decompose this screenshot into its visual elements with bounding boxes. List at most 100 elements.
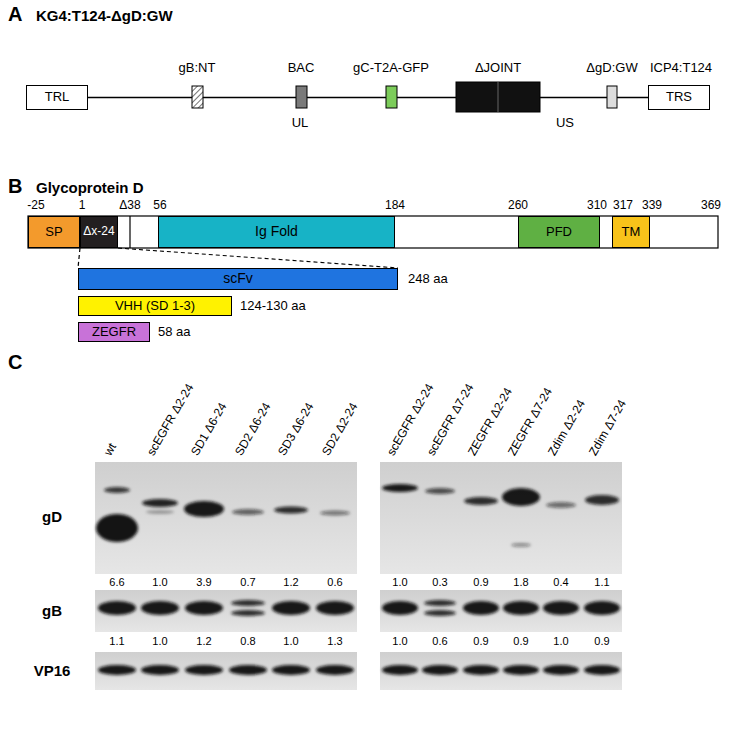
- band: [142, 499, 178, 507]
- label-text: 1.2: [196, 635, 211, 647]
- ratio-value: 0.6: [327, 576, 342, 589]
- node-text: Ig Fold: [255, 224, 298, 239]
- band: [463, 665, 499, 675]
- band: [424, 610, 456, 616]
- band: [316, 601, 354, 615]
- ratio-value: 1.0: [392, 576, 407, 589]
- label-text: UL: [292, 115, 309, 130]
- protein-title: Glycoprotein D: [36, 179, 144, 196]
- label-text: B: [8, 175, 22, 197]
- ratio-value: 1.2: [196, 635, 211, 648]
- residue-number: 310: [587, 199, 607, 213]
- dashed-connector: [118, 248, 398, 268]
- label-text: 0.9: [473, 635, 488, 647]
- label-text: 339: [642, 198, 662, 212]
- blot-background: [380, 462, 622, 574]
- protein-label: gD: [42, 508, 62, 525]
- lane-label: Zdim Δ7-24: [586, 397, 629, 458]
- label-text: SD3 Δ6-24: [275, 400, 316, 458]
- band: [543, 665, 579, 675]
- label-text: gD: [42, 508, 62, 525]
- band: [231, 610, 265, 616]
- band: [185, 601, 223, 615]
- gb-nt-box: [192, 86, 203, 108]
- label-text: gC-T2A-GFP: [353, 60, 429, 75]
- band: [382, 665, 418, 675]
- node-text: TRS: [666, 90, 692, 104]
- band: [382, 601, 418, 615]
- node-text: SP: [45, 225, 62, 239]
- ratio-value: 0.9: [594, 635, 609, 648]
- ratio-value: 1.0: [152, 576, 167, 589]
- label-text: 56: [153, 198, 166, 212]
- label-text: BAC: [288, 60, 315, 75]
- band: [320, 511, 350, 516]
- label-text: VP16: [34, 662, 71, 679]
- label-text: 1.0: [553, 635, 568, 647]
- label-text: 0.9: [513, 635, 528, 647]
- residue-number: 260: [508, 199, 528, 213]
- feature-label: ICP4:T124: [650, 61, 712, 76]
- blot-background: [95, 462, 357, 574]
- ratio-value: 1.2: [283, 576, 298, 589]
- domain-box: TM: [612, 216, 650, 248]
- blot-bands: [96, 484, 619, 547]
- blot-background: [95, 590, 357, 632]
- insert-bar: ZEGFR: [78, 322, 150, 342]
- ratio-value: 1.3: [327, 635, 342, 648]
- label-text: scEGFR Δ2-24: [144, 381, 196, 458]
- label-text: KG4:T124-ΔgD:GW: [36, 7, 173, 24]
- band: [141, 601, 179, 615]
- panel-letter: B: [8, 175, 22, 198]
- band: [584, 601, 620, 615]
- label-text: 0.9: [473, 576, 488, 588]
- band: [584, 665, 620, 675]
- label-text: ΔJOINT: [475, 60, 521, 75]
- label-text: C: [8, 351, 22, 373]
- label-text: 1.0: [283, 635, 298, 647]
- ratio-value: 0.6: [432, 635, 447, 648]
- label-text: 317: [613, 198, 633, 212]
- ratio-value: 6.6: [109, 576, 124, 589]
- domain-box: PFD: [518, 216, 600, 248]
- joint-divider: [498, 82, 499, 112]
- band: [511, 543, 531, 547]
- length-label: 248 aa: [408, 272, 448, 287]
- band: [272, 665, 310, 675]
- label-text: 1.0: [392, 576, 407, 588]
- label-text: 1.2: [283, 576, 298, 588]
- label-text: A: [8, 3, 22, 25]
- deletion-mark: [129, 216, 130, 248]
- label-text: SD1 Δ6-24: [188, 400, 229, 458]
- node-text: VHH (SD 1-3): [115, 299, 195, 313]
- blot-bands: [98, 665, 620, 675]
- label-text: 0.9: [594, 635, 609, 647]
- label-text: Δ38: [119, 198, 140, 212]
- label-text: Zdim Δ2-24: [545, 397, 588, 458]
- label-text: gB:NT: [179, 60, 216, 75]
- feature-label: ΔgD:GW: [586, 61, 637, 76]
- label-text: 3.9: [196, 576, 211, 588]
- label-text: 0.6: [432, 635, 447, 647]
- label-text: 1.8: [513, 576, 528, 588]
- label-text: ICP4:T124: [650, 60, 712, 75]
- ratio-value: 0.8: [240, 635, 255, 648]
- insert-bar: scFv: [78, 268, 398, 290]
- length-label: 58 aa: [158, 325, 191, 340]
- residue-number: Δ38: [119, 199, 140, 213]
- length-label: 124-130 aa: [240, 299, 306, 314]
- ratio-value: 0.4: [553, 576, 568, 589]
- joint-deletion-box: [456, 82, 540, 112]
- terminal-repeat-box: TRS: [648, 85, 710, 110]
- construct-title: KG4:T124-ΔgD:GW: [36, 7, 173, 24]
- lane-label: SD1 Δ6-24: [188, 400, 229, 458]
- band: [98, 665, 136, 675]
- label-text: 369: [701, 198, 721, 212]
- node-text: scFv: [223, 271, 253, 286]
- label-text: 1.1: [109, 635, 124, 647]
- label-text: 1: [79, 198, 86, 212]
- band: [546, 502, 576, 508]
- signal-peptide-box: SP: [28, 216, 80, 248]
